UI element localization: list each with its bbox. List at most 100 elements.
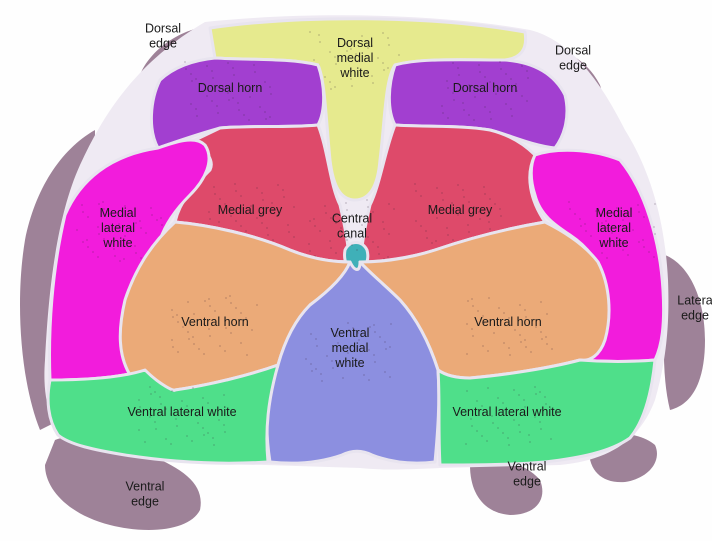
- tissue-speckle: [415, 190, 417, 192]
- tissue-speckle: [203, 353, 205, 355]
- tissue-speckle: [293, 236, 295, 238]
- tissue-speckle: [462, 189, 464, 191]
- tissue-speckle: [488, 297, 490, 299]
- tissue-speckle: [216, 105, 218, 107]
- tissue-speckle: [256, 304, 258, 306]
- tissue-speckle: [643, 216, 645, 218]
- tissue-speckle: [492, 422, 494, 424]
- tissue-speckle: [235, 220, 237, 222]
- dorsal-medial-white-label-line: Dorsal: [337, 36, 373, 50]
- tissue-speckle: [524, 339, 526, 341]
- tissue-speckle: [654, 203, 656, 205]
- tissue-speckle: [319, 41, 321, 43]
- tissue-speckle: [329, 51, 331, 53]
- dorsal-edge-right-label-line: Dorsal: [555, 44, 591, 58]
- tissue-speckle: [484, 106, 486, 108]
- tissue-speckle: [206, 65, 208, 67]
- tissue-speckle: [373, 324, 375, 326]
- tissue-speckle: [493, 332, 495, 334]
- tissue-speckle: [315, 368, 317, 370]
- tissue-speckle: [202, 397, 204, 399]
- tissue-speckle: [387, 37, 389, 39]
- tissue-speckle: [530, 351, 532, 353]
- tissue-speckle: [637, 204, 639, 206]
- tissue-speckle: [171, 390, 173, 392]
- tissue-speckle: [526, 70, 528, 72]
- tissue-speckle: [331, 360, 333, 362]
- tissue-speckle: [519, 431, 521, 433]
- tissue-speckle: [171, 309, 173, 311]
- tissue-speckle: [248, 119, 250, 121]
- tissue-speckle: [500, 215, 502, 217]
- tissue-speckle: [218, 221, 220, 223]
- tissue-speckle: [372, 241, 374, 243]
- tissue-speckle: [653, 256, 655, 258]
- tissue-speckle: [377, 57, 379, 59]
- tissue-speckle: [521, 95, 523, 97]
- tissue-speckle: [342, 377, 344, 379]
- tissue-speckle: [508, 347, 510, 349]
- tissue-speckle: [601, 252, 603, 254]
- tissue-speckle: [382, 62, 384, 64]
- tissue-speckle: [176, 425, 178, 427]
- tissue-speckle: [288, 231, 290, 233]
- tissue-speckle: [541, 338, 543, 340]
- tissue-speckle: [457, 67, 459, 69]
- tissue-speckle: [384, 341, 386, 343]
- dorsal-medial-white-label-line: white: [339, 66, 369, 80]
- tissue-speckle: [519, 334, 521, 336]
- tissue-speckle: [253, 64, 255, 66]
- tissue-speckle: [435, 240, 437, 242]
- tissue-speckle: [145, 232, 147, 234]
- tissue-speckle: [486, 440, 488, 442]
- dorsal-medial-white-label: Dorsalmedialwhite: [337, 36, 374, 80]
- tissue-speckle: [643, 246, 645, 248]
- medial-lateral-white-right-label-line: lateral: [597, 221, 631, 235]
- tissue-speckle: [497, 397, 499, 399]
- tissue-speckle: [329, 81, 331, 83]
- tissue-speckle: [119, 260, 121, 262]
- tissue-speckle: [569, 208, 571, 210]
- tissue-speckle: [526, 100, 528, 102]
- tissue-speckle: [383, 69, 385, 71]
- tissue-speckle: [233, 74, 235, 76]
- ventral-lateral-white-right-label-line: Ventral lateral white: [452, 405, 561, 419]
- tissue-speckle: [265, 118, 267, 120]
- tissue-speckle: [114, 255, 116, 257]
- tissue-speckle: [181, 400, 183, 402]
- tissue-speckle: [272, 239, 274, 241]
- tissue-speckle: [264, 81, 266, 83]
- tissue-speckle: [176, 314, 178, 316]
- tissue-speckle: [388, 233, 390, 235]
- dorsal-edge-right-label: Dorsaledge: [555, 44, 591, 73]
- tissue-speckle: [544, 396, 546, 398]
- tissue-speckle: [385, 348, 387, 350]
- tissue-speckle: [494, 203, 496, 205]
- tissue-speckle: [140, 257, 142, 259]
- tissue-speckle: [235, 307, 237, 309]
- tissue-speckle: [372, 211, 374, 213]
- tissue-speckle: [453, 99, 455, 101]
- tissue-speckle: [503, 312, 505, 314]
- medial-lateral-white-left-label-line: white: [102, 236, 132, 250]
- tissue-speckle: [642, 239, 644, 241]
- tissue-speckle: [213, 444, 215, 446]
- tissue-speckle: [256, 187, 258, 189]
- tissue-speckle: [414, 183, 416, 185]
- tissue-speckle: [551, 348, 553, 350]
- tissue-speckle: [384, 371, 386, 373]
- tissue-speckle: [76, 229, 78, 231]
- ventral-edge-right-label-line: Ventral: [508, 460, 547, 474]
- tissue-speckle: [261, 192, 263, 194]
- tissue-speckle: [389, 376, 391, 378]
- medial-lateral-white-left-label: Mediallateralwhite: [100, 206, 137, 250]
- tissue-speckle: [441, 105, 443, 107]
- tissue-speckle: [382, 221, 384, 223]
- central-canal-label: Centralcanal: [332, 212, 372, 241]
- tissue-speckle: [606, 257, 608, 259]
- tissue-speckle: [473, 119, 475, 121]
- tissue-speckle: [240, 312, 242, 314]
- tissue-speckle: [347, 322, 349, 324]
- tissue-speckle: [277, 184, 279, 186]
- tissue-speckle: [188, 338, 190, 340]
